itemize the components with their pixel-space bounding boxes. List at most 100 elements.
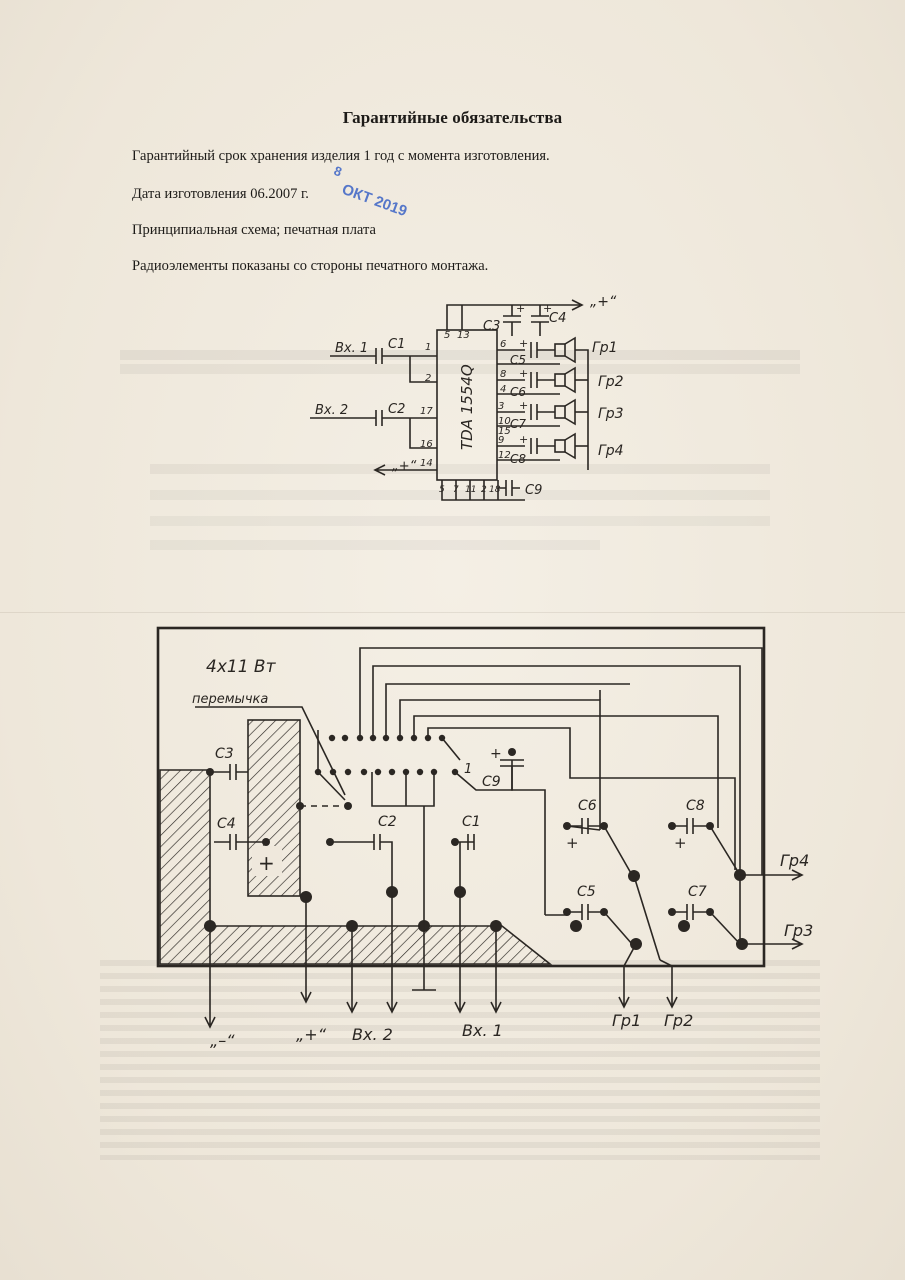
pin-right-12: 12 [498,450,511,461]
output-channel-1: 6 C5 Гр1 + [497,336,618,470]
jumper-leader [195,706,346,796]
pcb-c5-label: C5 [577,884,596,900]
pin-bottom-5: 5 [439,485,445,495]
track-c7 [427,727,736,870]
c4-plus: + [543,302,552,315]
pcb-c1-label: C1 [462,814,481,830]
label-plus: „+“ [296,1025,327,1044]
c2-label: C2 [388,402,405,417]
pcb-c6-label: C6 [578,798,597,814]
pin-bottom-7: 7 [453,485,459,495]
pin-bottom-11: 11 [465,485,476,495]
pin-top-13: 13 [457,330,470,341]
pin-left-17: 17 [420,406,433,417]
schematic-line: Принципиальная схема; печатная плата [132,222,376,238]
c5-label: C5 [510,353,526,367]
pin-right-9: 9 [498,435,504,446]
c6-plus: + [519,367,528,380]
c9-plus-mark: + [490,746,502,762]
arrow-gr3 [742,938,804,950]
chip-body [436,329,498,481]
c9-cap [498,480,520,496]
c8-plus: + [519,433,528,446]
out-gr1: Гр1 [592,340,618,356]
pcb-c8-label: C8 [686,798,705,814]
chip-label: TDA 1554Q [458,364,476,450]
c8-label: C8 [510,452,526,466]
pin-right-3: 3 [498,401,504,412]
c5-plus: + [519,337,528,350]
pcb-c6 [567,818,633,876]
track-gr1 [399,699,601,830]
pcb-out-gr1: Гр1 [612,1011,641,1030]
paper-fold [0,612,905,613]
pcb-outline [156,626,766,968]
pcb-c7 [672,904,741,945]
input2-label: Вх. 2 [315,403,348,418]
out-gr2: Гр2 [598,374,624,390]
pin-right-15: 15 [498,426,511,437]
arrow-gr1 [618,943,637,1009]
c6-label: C6 [510,385,526,399]
pcb-out-gr2: Гр2 [664,1011,693,1030]
pcb-c3 [210,764,248,780]
pcb-c1 [455,834,475,892]
label-input1: Вх. 1 [462,1021,503,1040]
pin1-marker: 1 [464,762,472,777]
c7-plus: + [519,399,528,412]
input2-line [310,410,437,449]
input1-line [330,348,437,383]
chip-pad-rows [314,734,459,776]
c6-plus: + [566,834,579,852]
elements-line: Радиоэлементы показаны со стороны печатн… [132,258,489,274]
track-gr4 [359,647,763,875]
pin-right-8: 8 [500,369,506,380]
pcb-power-label: 4х11 Вт [206,657,277,677]
pin-left-16: 16 [420,439,433,450]
out-gr3: Гр3 [598,406,624,422]
pcb-c9-label: C9 [482,774,501,790]
pin-right-10: 10 [498,416,511,427]
c8-plus: + [674,834,687,852]
pcb-c5 [567,904,633,945]
jumper-label: перемычка [192,692,268,707]
arrow-minus [204,926,216,1029]
pcb-out-gr4: Гр4 [780,851,809,870]
track-gr3 [372,665,741,940]
label-input2: Вх. 2 [352,1025,393,1044]
c3-cap [503,305,521,336]
pin-bottom-18: 18 [489,485,501,495]
pin-left-2: 2 [425,373,431,384]
schematic-plus-label: „+“ [590,294,617,310]
pin-left-14: 14 [420,458,433,469]
pcb-c4 [214,834,266,850]
pin-bottom-2: 2 [481,485,487,495]
arrow-input1 [454,892,502,1014]
pcb-c3-label: C3 [215,746,234,762]
pin-left-1: 1 [425,342,431,353]
label-minus: „–“ [210,1031,235,1050]
track-c8 [413,715,719,828]
out-gr4: Гр4 [598,443,624,459]
pcb-c2-label: C2 [378,814,397,830]
c4-cap [531,305,549,336]
pin14-plus: „+“ [392,459,417,474]
c9-label: C9 [525,483,542,498]
block-plus: + [258,851,275,875]
input1-label: Вх. 1 [335,341,368,356]
c3-label: C3 [483,319,500,334]
bottom-ground [441,480,525,501]
output-channel-3: 3 C7 Гр3 10 + [497,398,624,431]
track-gr2 [385,683,630,738]
c3-plus: + [516,302,525,315]
c1-label: C1 [388,337,405,352]
output-channel-4: 9 C8 Гр4 12 15 + [497,426,624,466]
pcb-c8 [672,818,741,876]
c7-label: C7 [510,417,526,431]
pin-right-4: 4 [500,384,506,395]
pin-top-5: 5 [444,330,450,341]
pcb-c4-label: C4 [217,816,236,832]
pin-right-6: 6 [500,339,506,350]
page-title: Гарантийные обязательства [342,108,563,127]
